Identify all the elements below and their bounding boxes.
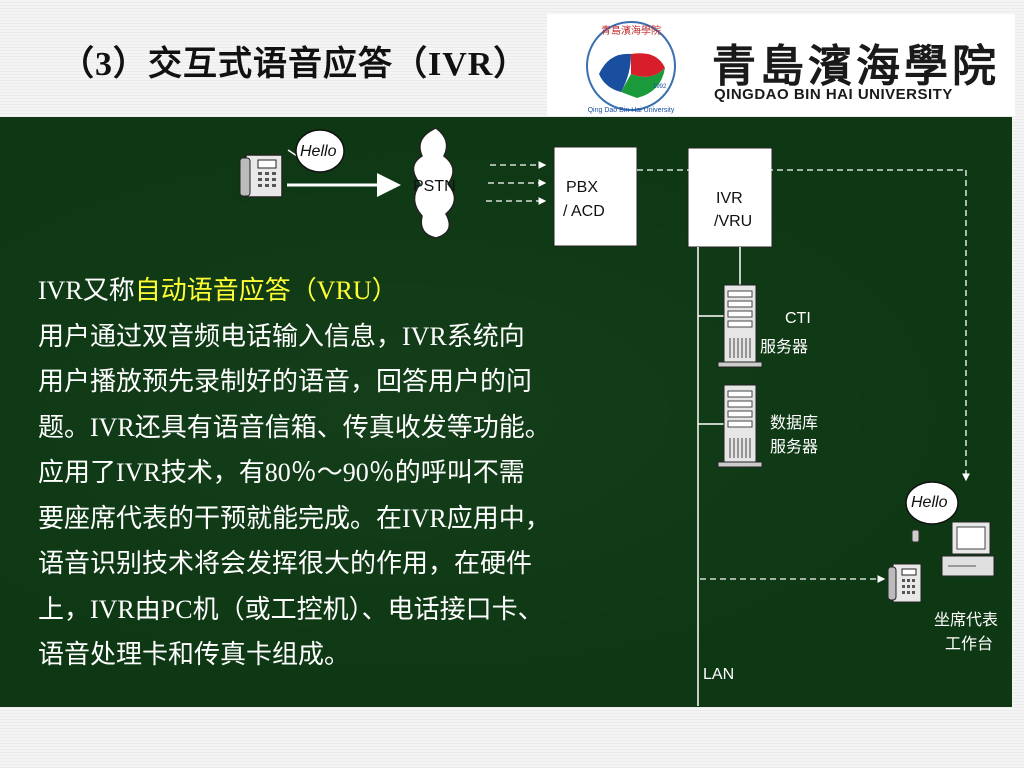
- headset-icon: [911, 529, 920, 543]
- svg-text:1992: 1992: [653, 84, 667, 90]
- body-line-8: 上，IVR由PC机（或工控机）、电话接口卡、: [38, 594, 544, 624]
- university-seal-icon: 青島濱海學院 Qing Dao Bin Hai University 1992: [586, 21, 676, 114]
- database-server-icon: [717, 384, 763, 468]
- svg-text:Qing Dao Bin Hai University: Qing Dao Bin Hai University: [588, 107, 675, 114]
- body-line-7: 语音识别技术将会发挥很大的作用，在硬件: [38, 549, 533, 578]
- agent-hello-text: Hello: [911, 494, 948, 511]
- ivr-vru-box: [687, 147, 773, 248]
- chalkboard-panel: [0, 117, 1012, 707]
- body-line-2: 用户通过双音频电话输入信息，IVR系统向: [38, 321, 525, 351]
- page-title: （3）交互式语音应答（IVR）: [60, 46, 529, 83]
- body-line-6: 要座席代表的干预就能完成。在IVR应用中，: [38, 503, 551, 533]
- cti-label-line2: 服务器: [760, 337, 809, 356]
- cti-server-icon: [717, 284, 763, 368]
- body-paragraph: IVR又称自动语音应答（VRU） 用户通过双音频电话输入信息，IVR系统向 用户…: [38, 268, 658, 678]
- logo-english-name: QINGDAO BIN HAI UNIVERSITY: [714, 86, 953, 103]
- agent-computer-icon: [941, 521, 995, 577]
- body-line-4: 题。IVR还具有语音信箱、传真收发等功能。: [38, 412, 551, 442]
- pbx-label-line2: / ACD: [563, 203, 605, 220]
- highlight-term: 自动语音应答（VRU）: [134, 276, 398, 305]
- caller-speech-bubble-icon: [287, 129, 345, 173]
- db-label-line2: 服务器: [770, 437, 819, 456]
- body-line-3: 用户播放预先录制好的语音，回答用户的问: [38, 367, 533, 396]
- agent-speech-bubble-icon: [905, 481, 959, 525]
- ivr-label-line1: IVR: [716, 190, 743, 207]
- body-line-5: 应用了IVR技术，有80％～90％的呼叫不需: [38, 458, 525, 487]
- cti-label-line1: CTI: [785, 310, 811, 327]
- lan-label: LAN: [703, 666, 735, 683]
- pstn-to-pbx-arrows: [486, 161, 547, 205]
- pbx-to-agent-dashed-path: [637, 169, 970, 482]
- agent-telephone-icon: [887, 563, 922, 603]
- pbx-acd-box: [553, 146, 638, 247]
- pstn-label: PSTN: [413, 178, 456, 195]
- caller-hello-text: Hello: [300, 143, 337, 160]
- university-logo: 青島濱海學院 Qing Dao Bin Hai University 1992 …: [547, 14, 1015, 116]
- svg-text:青島濱海學院: 青島濱海學院: [601, 24, 661, 37]
- pbx-label-line1: PBX: [566, 179, 599, 196]
- pstn-cloud-icon: [412, 127, 456, 239]
- lan-line: [697, 247, 741, 706]
- body-line-1: IVR又称自动语音应答（VRU）: [38, 276, 398, 305]
- agent-label-line2: 工作台: [945, 634, 994, 653]
- logo-chinese-name: 青島濱海學院: [712, 41, 1000, 92]
- db-label-line1: 数据库: [770, 413, 819, 432]
- ivr-label-line2: /VRU: [714, 213, 753, 230]
- caller-telephone-icon: [239, 154, 283, 198]
- agent-label-line1: 坐席代表: [934, 610, 999, 629]
- body-line-9: 语音处理卡和传真卡组成。: [38, 640, 351, 669]
